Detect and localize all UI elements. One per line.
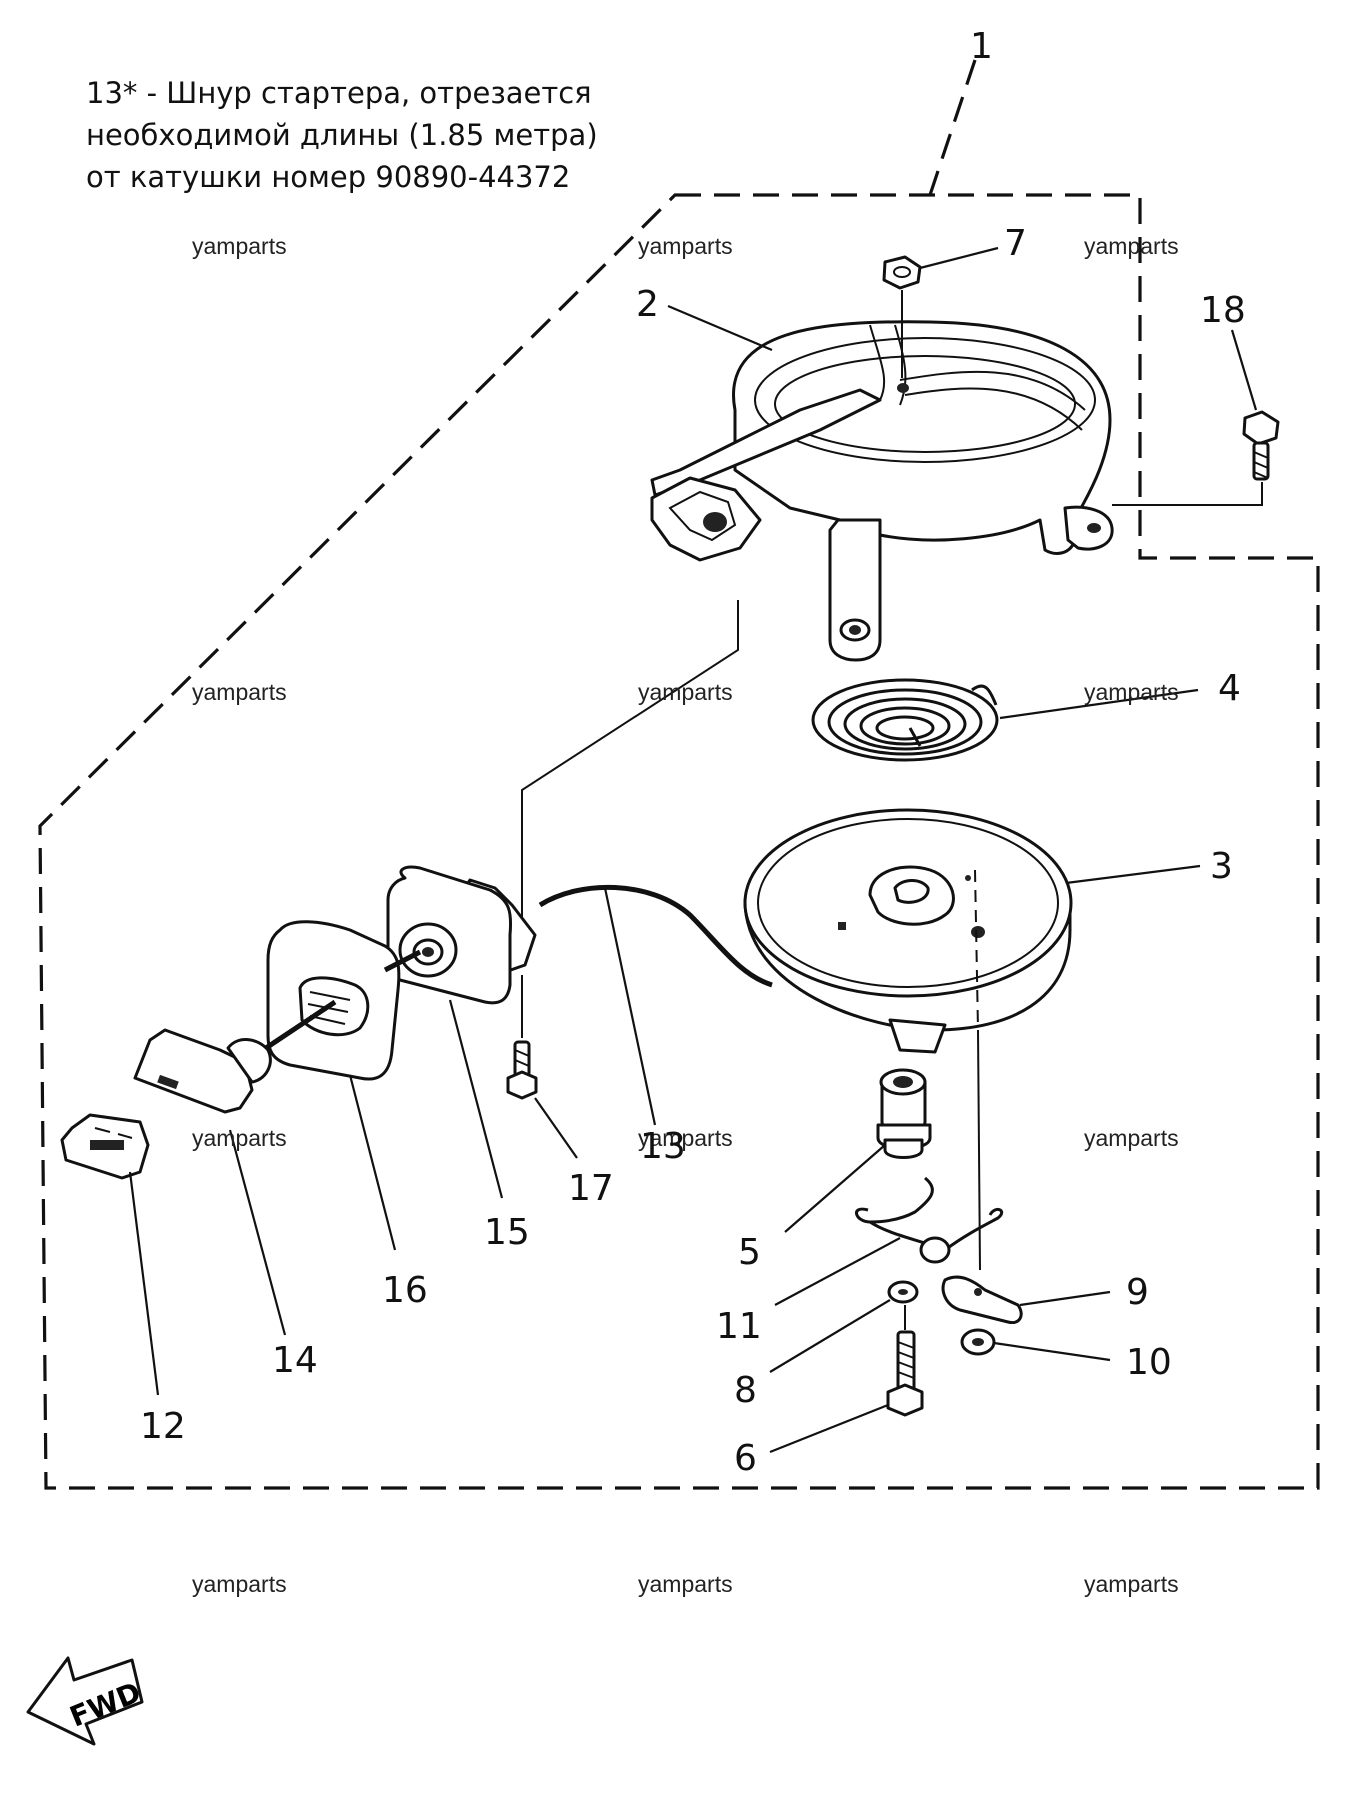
- leader-6: [769, 1403, 889, 1454]
- leader-8: [769, 1299, 891, 1373]
- callout-10: 10: [1126, 1342, 1172, 1383]
- callouts: 1 2 7 18 4 3 13 17 15 16 14 12 5 11 9 8 …: [140, 26, 1246, 1479]
- leader-18: [1230, 329, 1258, 411]
- watermark: yamparts: [1084, 1571, 1179, 1597]
- watermark: yamparts: [1084, 679, 1179, 705]
- leader-7: [919, 246, 999, 270]
- cord-note: 13* - Шнур стартера, отрезается необходи…: [86, 72, 598, 198]
- note-line-3: от катушки номер 90890-44372: [86, 160, 571, 194]
- callout-9: 9: [1126, 1272, 1149, 1313]
- callout-2: 2: [636, 284, 659, 325]
- watermark: yamparts: [638, 233, 733, 259]
- leader-12: [128, 1171, 160, 1396]
- callout-4: 4: [1218, 668, 1241, 709]
- callout-1: 1: [970, 26, 993, 67]
- drum-axis: [974, 869, 979, 1031]
- bolt-6: [886, 1330, 924, 1417]
- leader-17: [534, 1097, 578, 1159]
- screw-17: [506, 1040, 538, 1100]
- leader-5: [784, 1144, 886, 1233]
- callout-7: 7: [1004, 223, 1027, 264]
- spiral-spring-4: [811, 678, 999, 762]
- callout-15: 15: [484, 1212, 530, 1253]
- watermark: yamparts: [192, 1571, 287, 1597]
- watermark: yamparts: [1084, 1125, 1179, 1151]
- cord-through-handle: [258, 949, 422, 1055]
- leader-13: [603, 887, 657, 1126]
- note-line-1: 13* - Шнур стартера, отрезается: [86, 76, 592, 110]
- leader-3: [1065, 864, 1201, 885]
- washer-10: [960, 1328, 996, 1356]
- callout-17: 17: [568, 1168, 614, 1209]
- leader-1: [928, 59, 977, 196]
- fwd-arrow-icon: FWD: [26, 1656, 145, 1746]
- watermark: yamparts: [192, 679, 287, 705]
- pawl-9: [941, 1275, 1023, 1325]
- watermark: yamparts: [638, 1571, 733, 1597]
- watermark: yamparts: [1084, 233, 1179, 259]
- rope-guide-15: [386, 865, 537, 1005]
- handle-core-14: [133, 1028, 272, 1114]
- watermarks: yamparts yamparts yamparts yamparts yamp…: [192, 233, 1179, 1597]
- leader-14: [228, 1129, 287, 1336]
- leader-10: [993, 1341, 1111, 1362]
- nut-7: [882, 255, 922, 290]
- bushing-5: [876, 1068, 932, 1159]
- callout-5: 5: [738, 1232, 761, 1273]
- callout-6: 6: [734, 1438, 757, 1479]
- watermark: yamparts: [638, 679, 733, 705]
- starter-cord-13: [538, 884, 773, 988]
- watermark: yamparts: [192, 1125, 287, 1151]
- leader-2: [667, 304, 773, 352]
- callout-12: 12: [140, 1406, 186, 1447]
- callout-3: 3: [1210, 846, 1233, 887]
- leader-9: [1019, 1290, 1111, 1307]
- return-spring-11: [855, 1176, 1004, 1264]
- callout-16: 16: [382, 1270, 428, 1311]
- bolt-18-axis: [1112, 482, 1263, 506]
- leader-4: [999, 688, 1199, 720]
- callout-14: 14: [272, 1340, 318, 1381]
- watermark: yamparts: [192, 233, 287, 259]
- sheave-drum-3: [743, 808, 1073, 1054]
- drum-axis-lower: [977, 1029, 981, 1271]
- guide-axis: [521, 600, 739, 918]
- callout-11: 11: [716, 1306, 762, 1347]
- washer-8: [887, 1280, 919, 1304]
- callout-13: 13: [640, 1126, 686, 1167]
- callout-18: 18: [1200, 290, 1246, 331]
- note-line-2: необходимой длины (1.85 метра): [86, 118, 598, 152]
- end-cap-12: [60, 1113, 150, 1180]
- leader-16: [348, 1074, 397, 1251]
- starter-case: [650, 320, 1114, 662]
- bolt-18: [1242, 410, 1280, 481]
- leader-11: [774, 1237, 901, 1306]
- watermark: yamparts: [638, 1125, 733, 1151]
- callout-8: 8: [734, 1370, 757, 1411]
- assembly-boundary: [38, 193, 1320, 1490]
- leader-15: [448, 999, 504, 1199]
